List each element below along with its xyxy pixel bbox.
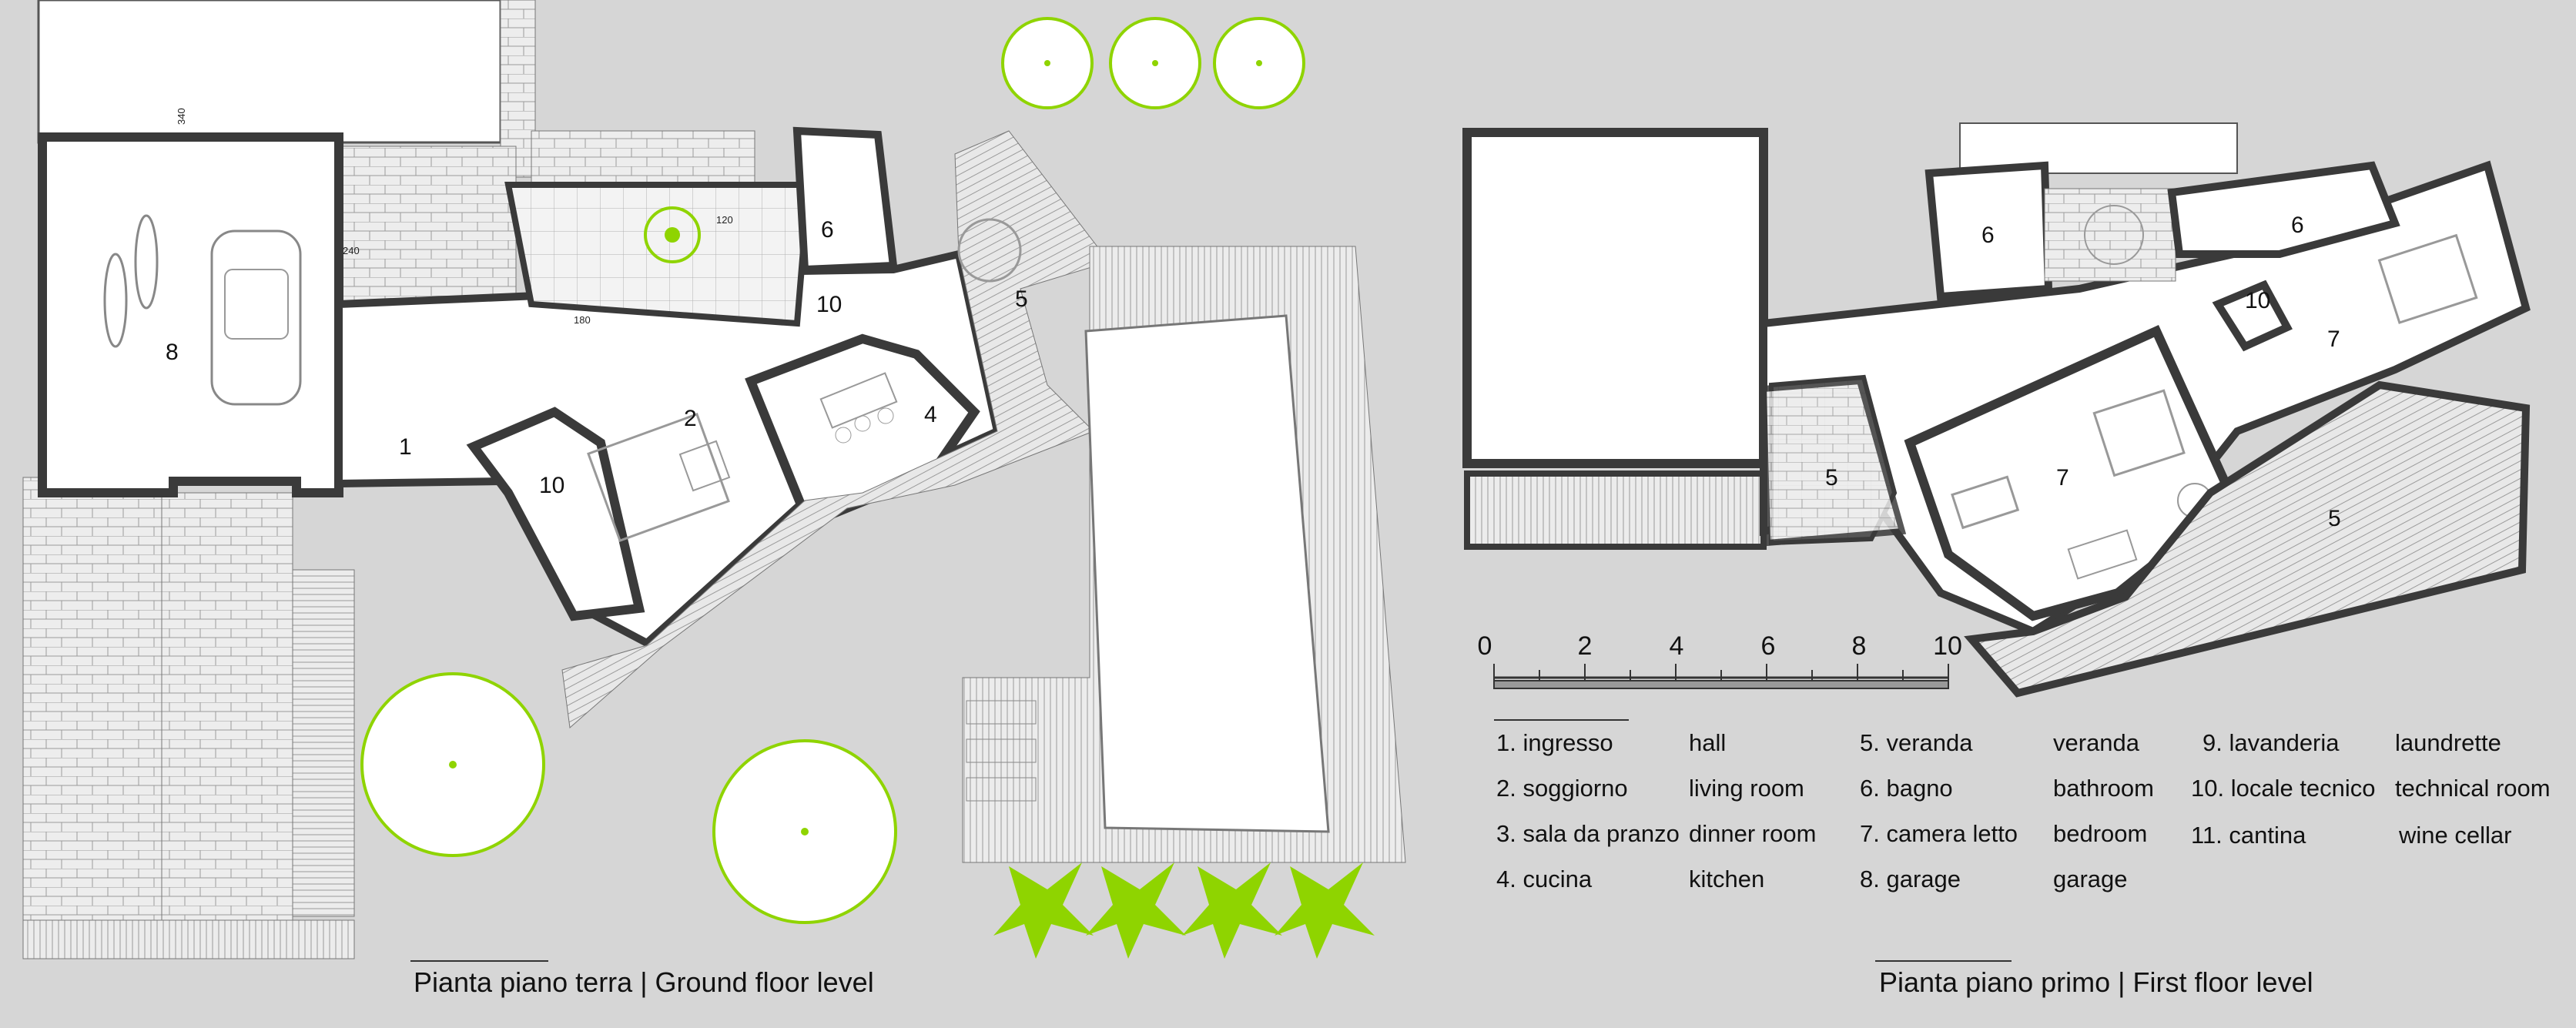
desk-icon xyxy=(2067,529,2138,580)
entry-patio xyxy=(338,146,517,313)
room-label-bedroom-a: 7 xyxy=(2056,465,2069,491)
legend-item-it: 9. lavanderia xyxy=(2202,729,2340,756)
table-icon xyxy=(957,218,1022,283)
neighbour-block xyxy=(37,0,502,144)
legend-item-it: 11. cantina xyxy=(2191,822,2306,849)
room-label-living: 2 xyxy=(684,406,697,431)
legend-item-en: living room xyxy=(1689,775,1804,802)
bed-icon xyxy=(2092,389,2186,477)
room-label-kitchen: 4 xyxy=(924,402,937,427)
legend-item-it: 2. soggiorno xyxy=(1496,775,1628,802)
scale-tick-label: 8 xyxy=(1852,631,1867,661)
legend-item-en: bathroom xyxy=(2053,775,2154,802)
tech-room-first xyxy=(2212,280,2293,352)
room-label-hall: 1 xyxy=(399,434,412,460)
pool-area xyxy=(962,246,1406,863)
dimension-label: 120 xyxy=(716,214,733,226)
legend-item-en: kitchen xyxy=(1689,866,1764,892)
legend-item-it: 3. sala da pranzo xyxy=(1496,820,1680,847)
scale-tick-label: 2 xyxy=(1578,631,1593,661)
motorbike-icon xyxy=(103,214,159,348)
roof-terrace xyxy=(1464,470,1767,550)
legend-item-it: 6. bagno xyxy=(1860,775,1953,802)
room-label-tech: 10 xyxy=(539,473,564,498)
first-veranda-right xyxy=(1964,380,2531,698)
legend-item-en: hall xyxy=(1689,729,1726,756)
sunbed-icon xyxy=(966,700,1037,725)
sunbed-icon xyxy=(966,738,1037,763)
ground-floor-plan: 8 1 2 10 6 10 4 5 340 240 120 180 Pianta… xyxy=(22,0,1406,998)
room-label-bath: 6 xyxy=(821,217,834,243)
dimension-label: 180 xyxy=(574,314,591,326)
room-label-bath-b: 6 xyxy=(2291,213,2304,238)
room-label-bedroom-b: 7 xyxy=(2327,326,2340,352)
bathroom-right xyxy=(2167,161,2400,258)
scale-tick-label: 0 xyxy=(1478,631,1492,661)
first-floor-plan: 6 6 10 7 7 5 5 0 2 4 6 8 10 xyxy=(1462,122,2551,998)
legend-item-en: laundrette xyxy=(2395,729,2501,756)
bedroom-center xyxy=(1904,325,2239,621)
room-label-veranda: 5 xyxy=(1015,286,1028,312)
legend-item-en: garage xyxy=(2053,866,2128,892)
sofa-icon xyxy=(1951,475,2020,530)
legend-item-en: technical room xyxy=(2395,775,2551,802)
room-label-tech-first: 10 xyxy=(2245,288,2270,313)
coffee-table-icon xyxy=(678,440,731,492)
ramp-hatch xyxy=(292,569,355,917)
scale-tick-label: 4 xyxy=(1670,631,1684,661)
tree-icon xyxy=(644,206,701,263)
legend-item-en: veranda xyxy=(2053,729,2140,756)
dimension-label: 340 xyxy=(176,108,187,125)
scale-tick-label: 10 xyxy=(1933,631,1962,661)
legend-item-it: 1. ingresso xyxy=(1496,729,1613,756)
room-label-tech-small: 10 xyxy=(816,292,842,317)
legend-item-it: 10. locale tecnico xyxy=(2191,775,2376,802)
car-icon xyxy=(210,229,302,406)
palm-trees xyxy=(993,862,1375,959)
garage-apron xyxy=(161,492,293,925)
dimension-label: 240 xyxy=(343,245,360,256)
sunbed-icon xyxy=(966,777,1037,802)
caption-ground-floor: Pianta piano terra | Ground floor level xyxy=(414,966,874,998)
bed-icon-right xyxy=(2377,233,2478,324)
sofa-icon xyxy=(587,413,730,542)
legend-item-it: 4. cucina xyxy=(1496,866,1593,892)
caption-first-floor: Pianta piano primo | First floor level xyxy=(1879,966,2313,998)
garage-room xyxy=(38,132,343,497)
legend-item-it: 5. veranda xyxy=(1860,729,1973,756)
legend-item-en: wine cellar xyxy=(2398,822,2511,849)
scale-tick-label: 6 xyxy=(1761,631,1776,661)
room-label-veranda-b: 5 xyxy=(2328,506,2341,531)
kitchen-island-icon xyxy=(819,372,898,429)
legend-item-it: 8. garage xyxy=(1860,866,1961,892)
roof-block xyxy=(1462,128,1768,468)
bathroom-left xyxy=(1924,161,2053,301)
ground-house-body xyxy=(335,126,1002,648)
legend-item-en: dinner room xyxy=(1689,820,1816,847)
patio-paving xyxy=(2044,188,2176,282)
legend-item-en: bedroom xyxy=(2053,820,2147,847)
driveway xyxy=(22,477,162,921)
room-label-bath-a: 6 xyxy=(1981,223,1995,248)
legend-item-it: 7. camera letto xyxy=(1860,820,2018,847)
street-edge xyxy=(22,919,355,959)
ground-trees xyxy=(360,17,1305,924)
room-label-garage: 8 xyxy=(166,340,179,365)
room-legend: 1. ingresso hall 2. soggiorno living roo… xyxy=(1494,719,2551,892)
ground-veranda xyxy=(561,130,1110,728)
first-veranda-left xyxy=(1760,377,1907,547)
room-label-veranda-a: 5 xyxy=(1825,465,1838,491)
scale-bar: 0 2 4 6 8 10 xyxy=(1478,631,1962,689)
